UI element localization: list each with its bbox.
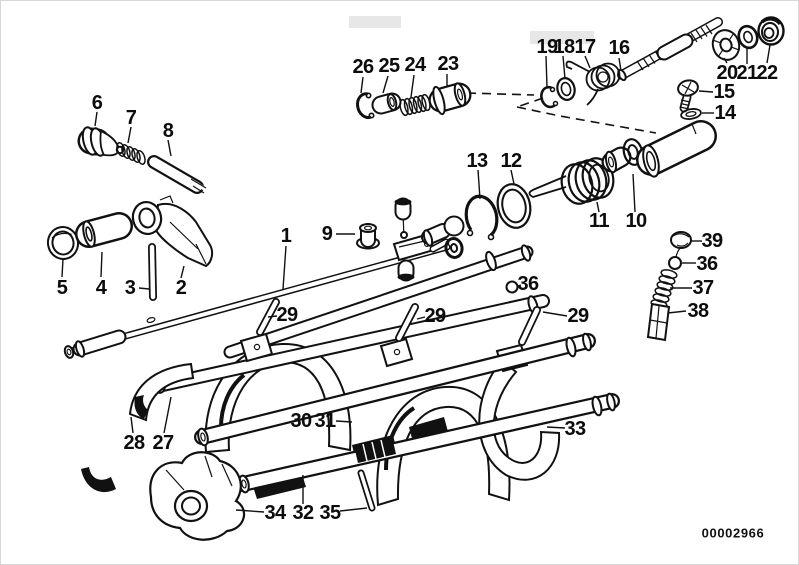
lever-8: [147, 155, 207, 194]
group-selector-shaft: [540, 16, 785, 120]
grommet-9: [356, 223, 380, 250]
group-fork-assembly: [81, 244, 620, 541]
spring-24: [399, 93, 431, 117]
detent-ball-36-center: [505, 280, 519, 294]
pivot-pins-29: [239, 298, 541, 368]
shift-rail-30: [194, 332, 596, 447]
shift-rail-32: [235, 392, 620, 494]
pin-3: [148, 243, 157, 301]
dashed-alignment-lines: [466, 92, 657, 134]
spring-11: [528, 157, 615, 205]
scan-smudge: [530, 31, 594, 44]
group-detent-plug-middle: [356, 82, 472, 119]
group-plunger-top-left: [77, 126, 207, 194]
group-selector-arm: [46, 195, 214, 301]
washer-20: [711, 29, 741, 61]
washer-14: [680, 108, 702, 120]
torsion-spring-17: [565, 60, 621, 106]
scan-smudge: [349, 16, 401, 28]
doc-number: 00002966: [701, 525, 765, 541]
shaft-16: [617, 17, 723, 82]
fork-hook-28: [128, 362, 195, 422]
washer-21: [737, 24, 759, 50]
ring-12: [496, 183, 532, 229]
fork-claw-middle: [376, 385, 511, 507]
circlip-13: [464, 194, 499, 241]
screw-15: [677, 79, 699, 113]
leader-lines: [61, 44, 771, 513]
pin-35: [357, 469, 376, 512]
selector-head-34: [149, 451, 246, 541]
ball-end: [443, 215, 465, 237]
nut-22: [757, 16, 785, 46]
selector-rail-middle: [223, 244, 534, 359]
sleeve-10: [601, 120, 717, 178]
detent-ball-36-right: [668, 256, 682, 270]
group-detent-right: [646, 231, 692, 342]
spring-7: [116, 142, 146, 165]
group-inner-shift-rod: [63, 120, 717, 359]
